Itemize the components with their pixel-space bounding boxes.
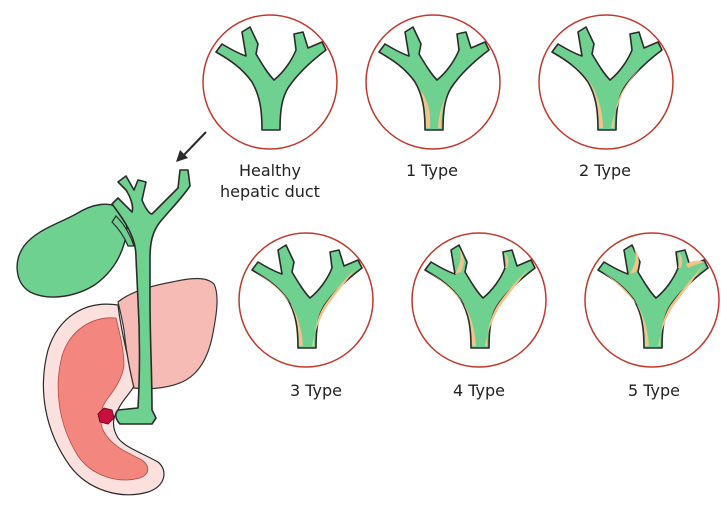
- circle-type-2: [539, 15, 673, 149]
- caption-healthy-line2: hepatic duct: [210, 181, 330, 202]
- circle-healthy: [203, 15, 337, 149]
- caption-healthy-line1: Healthy: [210, 160, 330, 181]
- pointer-arrow-icon: [176, 132, 206, 162]
- pancreas: [118, 279, 217, 389]
- circle-type-1: [366, 15, 500, 149]
- caption-type-2: 2 Type: [545, 160, 665, 181]
- circle-type-3: [239, 233, 373, 367]
- gallbladder: [17, 204, 127, 297]
- circle-type-4: [412, 233, 546, 367]
- caption-healthy: Healthy hepatic duct: [210, 160, 330, 202]
- caption-type-4: 4 Type: [419, 380, 539, 401]
- caption-type-5: 5 Type: [594, 380, 714, 401]
- circle-type-5: [585, 233, 719, 367]
- anatomy-illustration: [17, 170, 217, 495]
- caption-type-1: 1 Type: [372, 160, 492, 181]
- caption-type-3: 3 Type: [256, 380, 376, 401]
